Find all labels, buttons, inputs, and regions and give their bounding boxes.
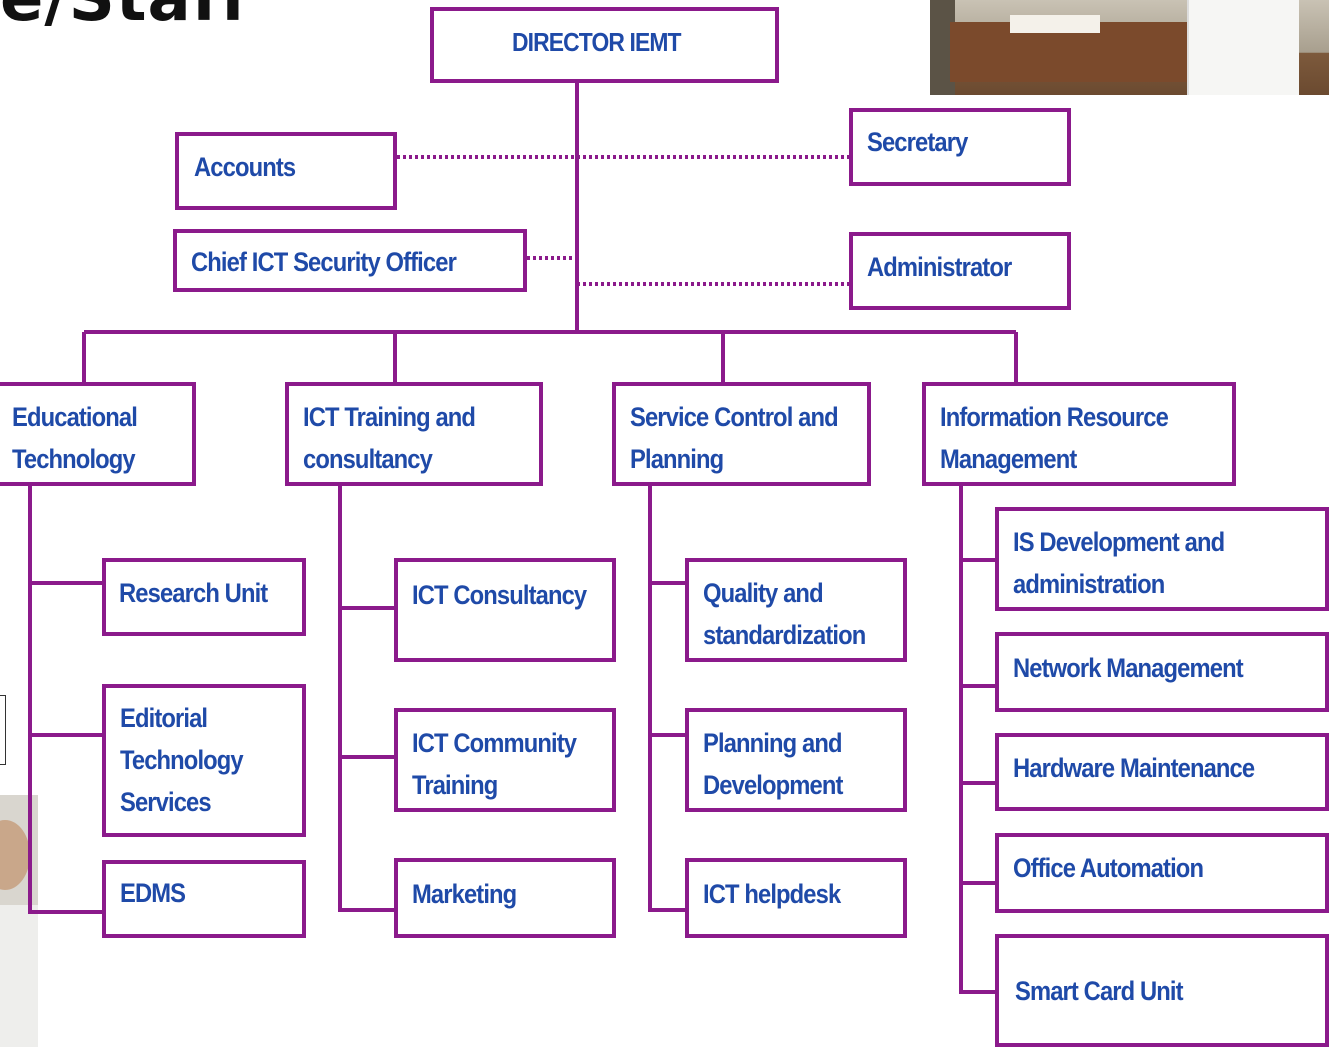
unit-box-marketing <box>394 858 616 938</box>
unit-label-editorial-technology: Editorial Technology Services <box>120 703 244 817</box>
partial-box <box>0 695 6 765</box>
unit-box-hardware-maintenance <box>995 733 1329 811</box>
secretary-label: Secretary <box>867 127 968 157</box>
unit-box-research-unit <box>102 558 306 636</box>
unit-box-planning-development <box>685 708 907 812</box>
division-label-ict-training: ICT Training and consultancy <box>303 402 476 474</box>
unit-label-ict-community-training: ICT Community Training <box>412 728 577 800</box>
unit-box-smart-card-unit <box>995 934 1329 1047</box>
unit-label-network-management: Network Management <box>1013 653 1244 683</box>
unit-box-ict-consultancy <box>394 558 616 662</box>
unit-box-ict-helpdesk <box>685 858 907 938</box>
unit-label-research-unit: Research Unit <box>119 578 268 608</box>
person-photo <box>0 795 38 1047</box>
unit-label-ict-helpdesk: ICT helpdesk <box>703 879 841 909</box>
unit-box-edms <box>102 860 306 938</box>
unit-box-quality-standardization <box>685 558 907 662</box>
division-box-service-control <box>612 382 871 486</box>
unit-box-ict-community-training <box>394 708 616 812</box>
unit-label-office-automation: Office Automation <box>1013 853 1204 883</box>
security-officer-box <box>173 229 527 292</box>
division-label-service-control: Service Control and Planning <box>630 402 839 474</box>
administrator-box <box>849 232 1071 310</box>
unit-box-office-automation <box>995 833 1329 913</box>
unit-label-quality-standardization: Quality and standardization <box>703 578 866 650</box>
unit-label-marketing: Marketing <box>412 879 517 909</box>
director-box <box>430 7 779 83</box>
division-label-educational-technology: Educational Technology <box>12 402 138 474</box>
unit-box-network-management <box>995 632 1329 712</box>
accounts-label: Accounts <box>194 152 296 182</box>
division-box-information-resource <box>922 382 1236 486</box>
division-box-ict-training <box>285 382 543 486</box>
unit-label-edms: EDMS <box>120 878 186 908</box>
unit-label-planning-development: Planning and Development <box>703 728 843 800</box>
unit-label-ict-consultancy: ICT Consultancy <box>412 580 587 610</box>
division-label-information-resource: Information Resource Management <box>940 402 1169 474</box>
security-officer-label: Chief ICT Security Officer <box>191 247 457 277</box>
meeting-photo <box>930 0 1329 95</box>
accounts-box <box>175 132 397 210</box>
unit-box-is-development <box>995 507 1329 611</box>
unit-label-is-development: IS Development and administration <box>1013 527 1225 599</box>
unit-label-smart-card-unit: Smart Card Unit <box>1015 976 1184 1006</box>
director-label: DIRECTOR IEMT <box>512 27 682 57</box>
division-box-educational-technology <box>0 382 196 486</box>
unit-label-hardware-maintenance: Hardware Maintenance <box>1013 753 1255 783</box>
slide-title-fragment: e/Staff <box>0 0 249 36</box>
unit-box-editorial-technology <box>102 684 306 837</box>
secretary-box <box>849 108 1071 186</box>
administrator-label: Administrator <box>867 252 1012 282</box>
